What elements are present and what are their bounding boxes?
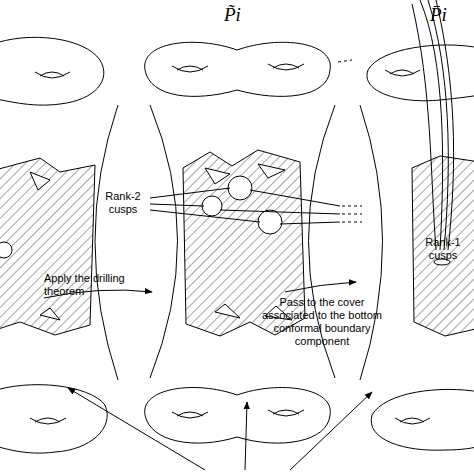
step-label: Apply the drilling theorem: [44, 272, 144, 298]
hatched-region: [412, 156, 474, 336]
bottom-surface: [371, 389, 474, 450]
bottom-surface: [145, 388, 331, 444]
dashed-end: [342, 206, 362, 222]
top-surface: [367, 45, 474, 101]
panel-title: P̃i: [224, 4, 264, 26]
cusp-strand: [220, 190, 340, 224]
leader-line: [150, 188, 260, 222]
cusp-circle: [258, 210, 282, 234]
boundary-wall: [95, 105, 118, 380]
boundary-wall: [360, 105, 383, 380]
handle-hole: [35, 72, 70, 78]
bottom-surface: [0, 385, 107, 453]
cusp-circle: [0, 242, 12, 258]
pointer-arrow: [245, 402, 247, 470]
handle-hole: [385, 70, 420, 76]
pointer-arrow: [290, 392, 372, 470]
top-surface: [0, 37, 104, 105]
hatched-region: [183, 150, 305, 336]
left-panel: [0, 37, 118, 453]
cusp-label: Rank-2 cusps: [96, 190, 150, 216]
cusp-circle: [202, 196, 222, 216]
cusp-label: Rank-1 cusps: [414, 236, 472, 262]
panel-title: P̄i: [430, 4, 470, 26]
handle-hole: [395, 418, 430, 424]
right-panel: [360, 0, 474, 450]
pointer-arrow: [68, 388, 205, 470]
core-piece: [205, 164, 292, 320]
step-label: Pass to the cover associated to the bott…: [258, 296, 386, 348]
boundary-wall: [150, 105, 178, 378]
handle-hole: [172, 410, 304, 418]
hatched-region: [0, 158, 95, 335]
middle-panel: [145, 42, 362, 443]
handle-hole: [30, 418, 66, 424]
step-arrow: [285, 282, 356, 292]
top-surface: [145, 42, 331, 96]
dashed-end: [338, 60, 352, 62]
handle-hole: [172, 64, 304, 72]
cusp-circle: [228, 176, 252, 200]
